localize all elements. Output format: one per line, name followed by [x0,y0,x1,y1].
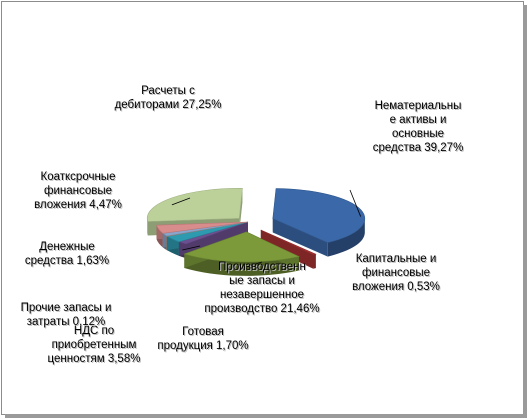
leader-line [349,189,362,217]
slice-wall [239,188,243,233]
pie-slice [156,221,249,234]
leader-lines [171,189,362,270]
pie-slice [260,229,317,256]
leader-line [171,197,191,206]
leader-line [182,245,201,251]
slice-side [147,218,148,236]
slice-side [184,253,299,276]
pie-slices [146,188,366,263]
pie-slice [183,231,300,263]
slice-side [327,218,365,257]
slice-wall [260,230,314,269]
pie-slice [272,188,366,243]
frame-shadow-bottom [5,414,527,418]
pie-slice [146,188,243,222]
slice-wall [272,218,328,257]
slice-wall [178,222,248,256]
frame-shadow-right [523,5,527,417]
leader-line [240,261,263,270]
